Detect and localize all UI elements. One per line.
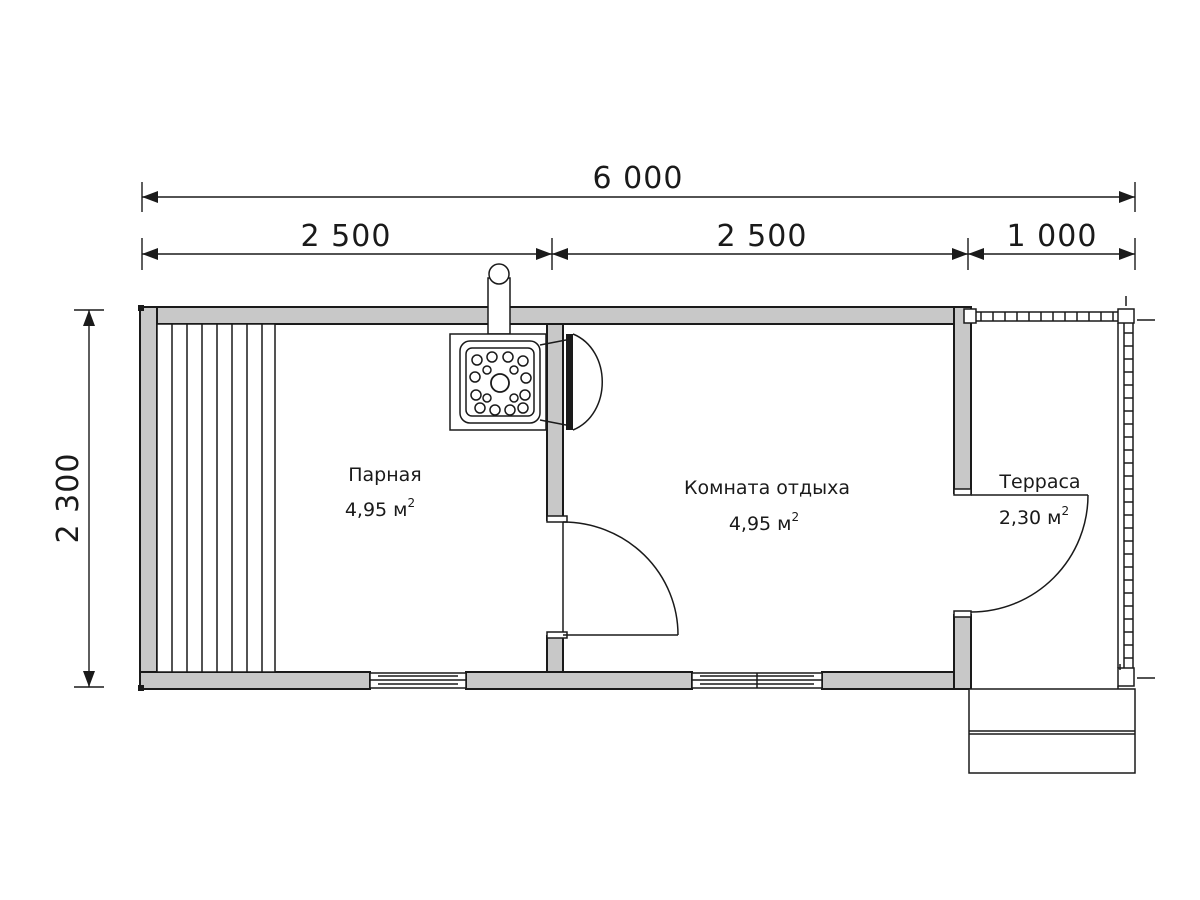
arrow-icon bbox=[968, 248, 984, 260]
arrow-up-icon bbox=[83, 310, 95, 326]
dimension-segment-2-label: 2 500 bbox=[717, 219, 808, 254]
room-name: Парная bbox=[348, 464, 422, 486]
room-label-terrace: Терраса 2,30 м2 bbox=[998, 471, 1080, 529]
dimension-segment-1-label: 2 500 bbox=[301, 219, 392, 254]
arrow-down-icon bbox=[83, 671, 95, 687]
room-area: 4,95 м2 bbox=[345, 496, 415, 521]
arrow-icon bbox=[952, 248, 968, 260]
room-area: 4,95 м2 bbox=[729, 510, 799, 535]
window-steam-room bbox=[369, 672, 467, 689]
terrace-railing bbox=[963, 296, 1155, 687]
arrow-icon bbox=[1119, 248, 1135, 260]
arrow-icon bbox=[536, 248, 552, 260]
door-interior bbox=[546, 515, 679, 639]
room-label-steam: Парная 4,95 м2 bbox=[345, 464, 422, 521]
room-name: Комната отдыха bbox=[684, 477, 850, 499]
dimension-segment-3-label: 1 000 bbox=[1007, 219, 1098, 254]
dimension-total: 6 000 bbox=[141, 161, 1136, 212]
arrow-icon bbox=[552, 248, 568, 260]
room-area: 2,30 м2 bbox=[999, 504, 1069, 529]
dimension-height: 2 300 bbox=[51, 309, 104, 688]
arrow-left-icon bbox=[142, 191, 158, 203]
dimension-total-label: 6 000 bbox=[593, 161, 684, 196]
door-entrance bbox=[953, 488, 1089, 618]
walls bbox=[138, 305, 972, 691]
dimension-segments: 2 500 2 500 1 000 bbox=[141, 219, 1136, 270]
stove-icon bbox=[449, 263, 603, 431]
room-name: Терраса bbox=[998, 471, 1080, 493]
porch-steps bbox=[968, 686, 1136, 774]
dimension-height-label: 2 300 bbox=[51, 453, 86, 544]
window-rest-room bbox=[691, 672, 823, 689]
room-label-rest: Комната отдыха 4,95 м2 bbox=[684, 477, 850, 535]
sauna-bench bbox=[156, 323, 276, 673]
arrow-right-icon bbox=[1119, 191, 1135, 203]
arrow-icon bbox=[142, 248, 158, 260]
